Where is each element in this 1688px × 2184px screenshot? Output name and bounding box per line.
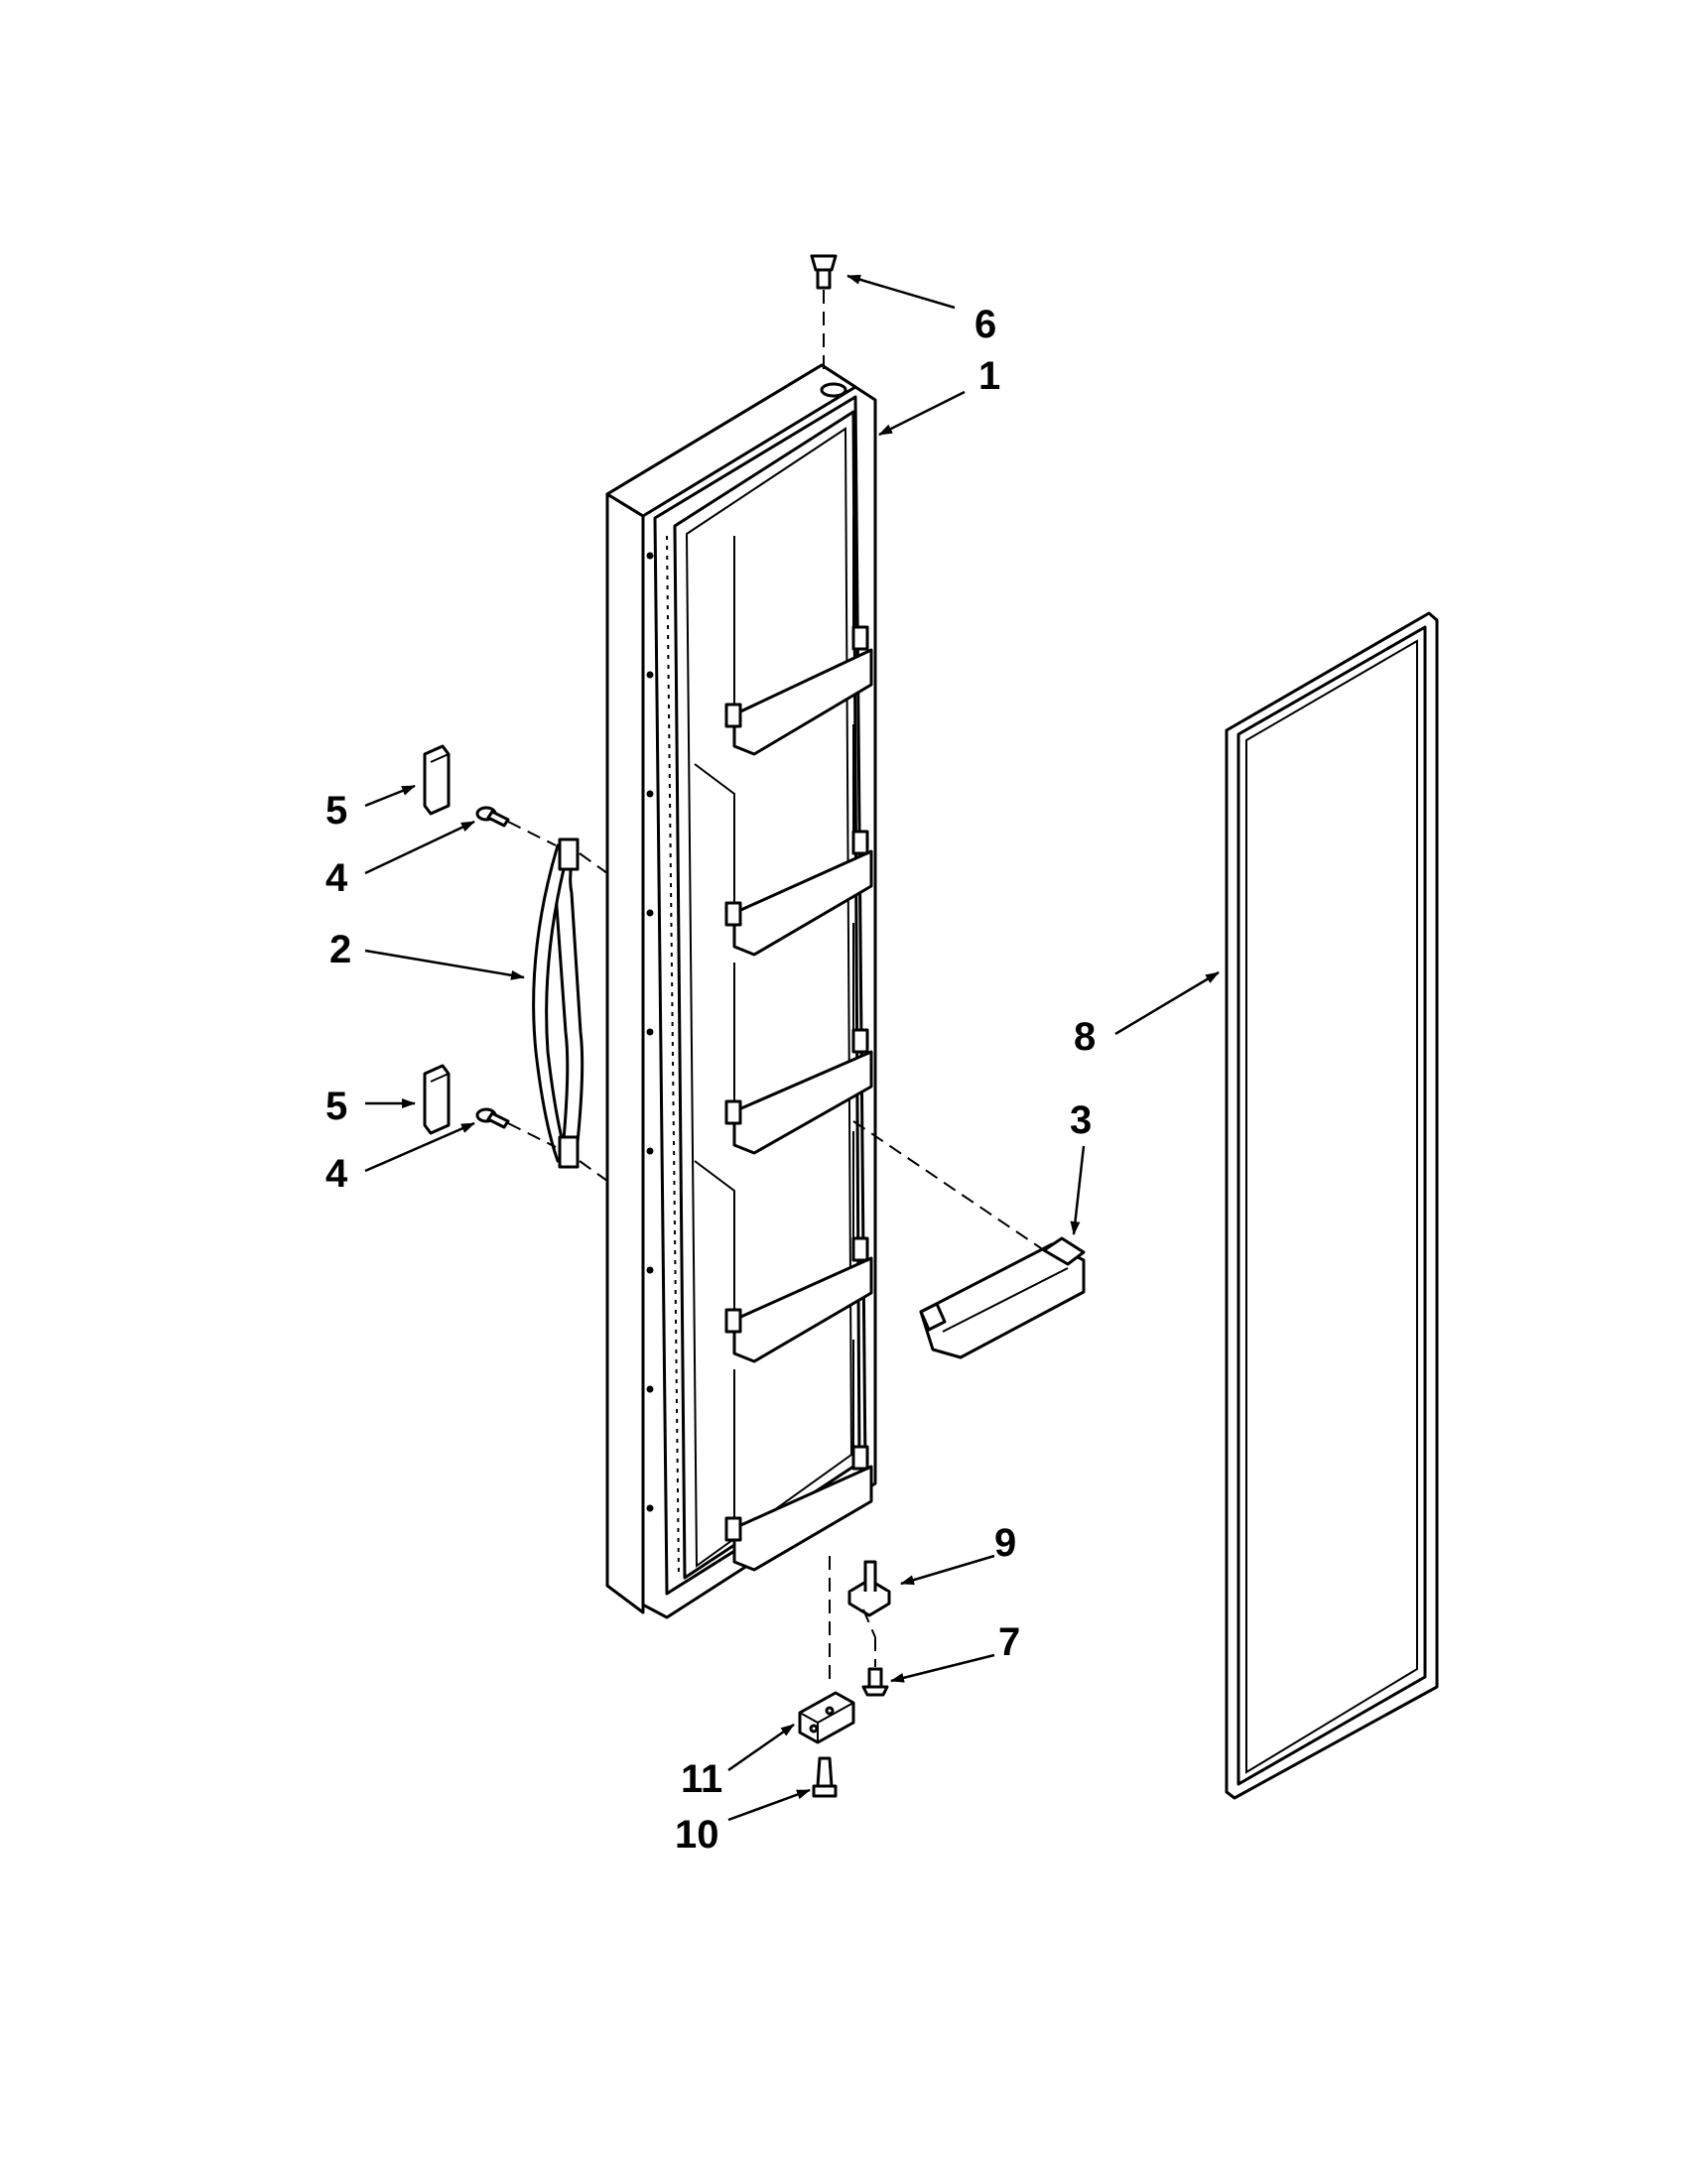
door-shelf-3 (724, 923, 873, 1155)
leader-10 (727, 1788, 811, 1822)
leader-5a (364, 784, 416, 808)
door-handle (532, 837, 608, 1182)
callout-2: 2 (329, 928, 351, 971)
door-shelf-2 (694, 724, 873, 957)
bottom-hinge (847, 1560, 891, 1667)
hinge-bushing (810, 254, 838, 375)
leader-2 (364, 949, 525, 980)
handle-screw-lower (475, 1107, 557, 1148)
door-shelf-1 (724, 516, 873, 756)
callout-3: 3 (1070, 1098, 1092, 1142)
door-shelf-5 (724, 1340, 873, 1572)
callout-6: 6 (974, 303, 996, 346)
callout-4-upper: 4 (325, 856, 348, 900)
callout-4-lower: 4 (325, 1152, 348, 1196)
door-assembly (605, 363, 877, 1619)
callout-8: 8 (1074, 1015, 1096, 1059)
callout-7: 7 (998, 1620, 1020, 1664)
leader-7 (890, 1653, 995, 1683)
handle-screw-upper (475, 806, 557, 846)
callout-11: 11 (681, 1757, 722, 1801)
callout-10: 10 (675, 1813, 719, 1857)
leader-4b (364, 1121, 475, 1173)
callout-5-lower: 5 (325, 1085, 347, 1128)
hinge-bracket (798, 1556, 855, 1744)
callout-9: 9 (994, 1521, 1016, 1565)
callout-5-upper: 5 (325, 789, 347, 833)
leader-lines (364, 274, 1220, 1822)
callout-1: 1 (978, 354, 1000, 398)
leader-11 (727, 1723, 795, 1772)
handle-end-cap-upper (423, 744, 451, 816)
leader-9 (900, 1554, 995, 1586)
leader-3 (1070, 1145, 1086, 1235)
hinge-screw (861, 1667, 889, 1697)
leader-1 (878, 390, 966, 437)
bracket-screw (812, 1756, 838, 1798)
door-gasket (1225, 611, 1439, 1800)
leader-6 (846, 274, 956, 310)
callout-labels: 6 1 5 4 2 5 4 8 3 9 7 11 10 (325, 303, 1096, 1857)
leader-8 (1114, 970, 1220, 1036)
handle-end-cap-lower (423, 1064, 451, 1135)
door-shelf-4 (694, 1131, 873, 1363)
leader-4a (364, 820, 475, 875)
door-bin (852, 1120, 1086, 1359)
